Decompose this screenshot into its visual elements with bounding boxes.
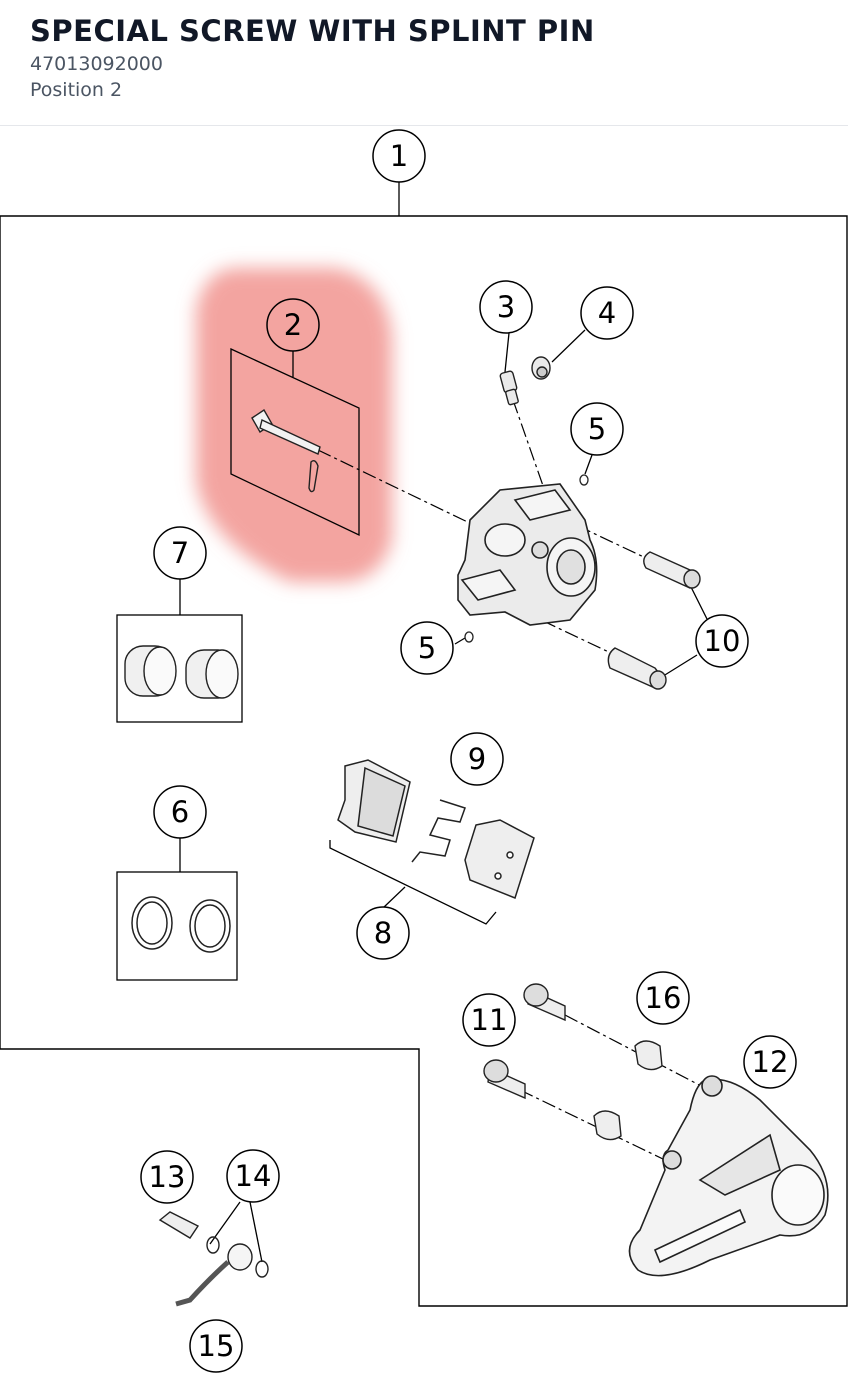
callout-6[interactable]: 6 bbox=[153, 785, 207, 839]
callout-16[interactable]: 16 bbox=[636, 971, 690, 1025]
callout-9[interactable]: 9 bbox=[450, 732, 504, 786]
callout-3[interactable]: 3 bbox=[479, 280, 533, 334]
callout-5-upper[interactable]: 5 bbox=[570, 402, 624, 456]
callout-5-lower[interactable]: 5 bbox=[400, 621, 454, 675]
svg-text:13: 13 bbox=[149, 1160, 186, 1194]
svg-text:5: 5 bbox=[588, 412, 606, 446]
brake-caliper bbox=[457, 483, 598, 626]
axis-lines bbox=[317, 399, 706, 1161]
svg-text:14: 14 bbox=[235, 1159, 272, 1193]
bleed-cap-part bbox=[531, 356, 551, 380]
bleed-valve-part bbox=[499, 370, 519, 406]
svg-text:12: 12 bbox=[752, 1045, 789, 1079]
piston-parts bbox=[124, 645, 239, 699]
slide-pin-parts bbox=[607, 551, 701, 690]
hose-fitting-parts bbox=[158, 1211, 269, 1307]
callout-2[interactable]: 2 bbox=[266, 298, 320, 352]
svg-text:10: 10 bbox=[704, 624, 741, 658]
svg-text:16: 16 bbox=[645, 981, 682, 1015]
svg-text:9: 9 bbox=[468, 742, 486, 776]
exploded-parts-diagram: 1 2 3 4 5 5 7 10 9 6 8 16 bbox=[0, 129, 848, 1373]
caliper-bracket-part bbox=[628, 1075, 829, 1277]
svg-text:11: 11 bbox=[471, 1003, 508, 1037]
svg-text:6: 6 bbox=[171, 795, 189, 829]
callout-11[interactable]: 11 bbox=[462, 993, 516, 1047]
selected-part-highlight bbox=[196, 268, 392, 582]
o-ring-parts bbox=[464, 474, 589, 643]
part-title: SPECIAL SCREW WITH SPLINT PIN bbox=[30, 14, 595, 48]
bushing-parts bbox=[483, 983, 663, 1141]
brake-pad-parts bbox=[337, 759, 535, 899]
part-kit-boxes bbox=[116, 347, 497, 981]
callout-1[interactable]: 1 bbox=[372, 129, 426, 183]
svg-text:15: 15 bbox=[198, 1329, 235, 1363]
part-position: Position 2 bbox=[30, 79, 123, 101]
svg-text:3: 3 bbox=[497, 290, 515, 324]
callout-13[interactable]: 13 bbox=[140, 1150, 194, 1204]
callout-14[interactable]: 14 bbox=[226, 1149, 280, 1203]
special-screw-part[interactable] bbox=[251, 409, 321, 493]
svg-text:4: 4 bbox=[598, 296, 616, 330]
spring-clip-part bbox=[411, 799, 466, 863]
svg-text:8: 8 bbox=[374, 916, 392, 950]
svg-text:5: 5 bbox=[418, 631, 436, 665]
assembly-outline bbox=[0, 215, 848, 1307]
callout-7[interactable]: 7 bbox=[153, 526, 207, 580]
callout-8[interactable]: 8 bbox=[356, 906, 410, 960]
seal-parts bbox=[131, 896, 231, 953]
svg-text:1: 1 bbox=[390, 139, 408, 173]
svg-text:2: 2 bbox=[284, 308, 302, 342]
callout-10[interactable]: 10 bbox=[695, 614, 749, 668]
callout-15[interactable]: 15 bbox=[189, 1319, 243, 1373]
callout-4[interactable]: 4 bbox=[580, 286, 634, 340]
part-header: SPECIAL SCREW WITH SPLINT PIN 4701309200… bbox=[0, 0, 848, 126]
part-number: 47013092000 bbox=[30, 53, 163, 75]
callout-12[interactable]: 12 bbox=[743, 1035, 797, 1089]
svg-text:7: 7 bbox=[171, 536, 189, 570]
